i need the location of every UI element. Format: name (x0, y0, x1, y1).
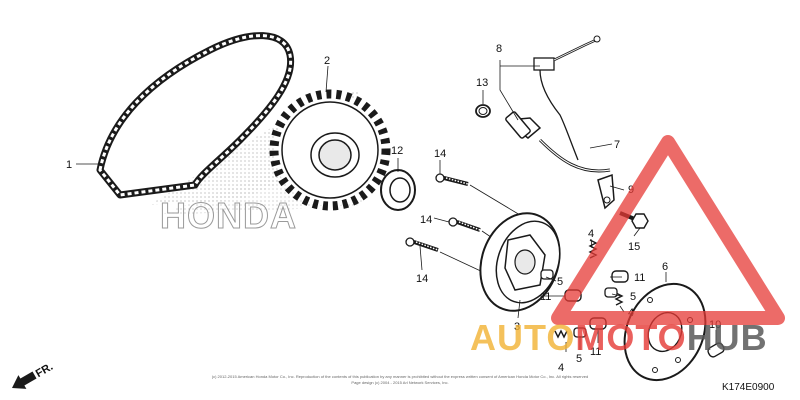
callout-2: 2 (324, 55, 330, 67)
svg-text:AUTOMOTOHUB: AUTOMOTOHUB (470, 317, 768, 358)
honda-watermark-text: HONDA (160, 195, 297, 236)
callout-3: 3 (514, 321, 520, 333)
callout-11c: 11 (590, 346, 601, 358)
callout-5b: 5 (630, 291, 636, 303)
callout-4c: 4 (558, 362, 564, 374)
drive-chain (96, 32, 295, 199)
automotohub-watermark: AUTOMOTOHUB (470, 135, 785, 358)
callout-6: 6 (662, 261, 668, 273)
callout-15: 15 (628, 241, 640, 253)
callout-8: 8 (496, 43, 502, 55)
front-arrow: FR. (12, 361, 55, 389)
callout-4a: 4 (588, 228, 594, 240)
diagram-code: K174E0900 (722, 382, 775, 393)
neutral-switch (475, 104, 542, 139)
watermark-moto: MOTO (575, 317, 686, 358)
oil-seal (380, 169, 416, 211)
callout-12: 12 (391, 145, 403, 157)
callout-14c: 14 (416, 273, 428, 285)
front-label: FR. (34, 361, 55, 380)
callout-14b: 14 (420, 214, 432, 226)
sprocket (269, 89, 391, 211)
callout-11a: 11 (540, 291, 551, 303)
wire-harness (533, 35, 611, 173)
callout-5c: 5 (576, 353, 582, 365)
leader-lines (76, 60, 717, 352)
one-way-clutch (479, 212, 561, 312)
dowel-pin (707, 342, 725, 358)
callout-13: 13 (476, 77, 488, 89)
callout-1: 1 (66, 159, 72, 171)
watermark-auto: AUTO (470, 317, 575, 358)
copyright-line-2: Page design (c) 2004 - 2015 Arl Network … (351, 380, 448, 385)
bolts (405, 173, 521, 281)
callout-7: 7 (614, 139, 620, 151)
callout-14a: 14 (434, 148, 446, 160)
callout-labels: 1 2 3 4 4 4 5 5 5 6 7 8 9 10 11 11 11 12… (66, 43, 721, 374)
callout-5a: 5 (557, 276, 563, 288)
callout-11b: 11 (634, 272, 645, 284)
copyright-line-1: (c) 2012-2015 American Honda Motor Co., … (212, 374, 588, 379)
warning-triangle-icon (551, 135, 785, 325)
watermark-hub: HUB (687, 317, 768, 358)
